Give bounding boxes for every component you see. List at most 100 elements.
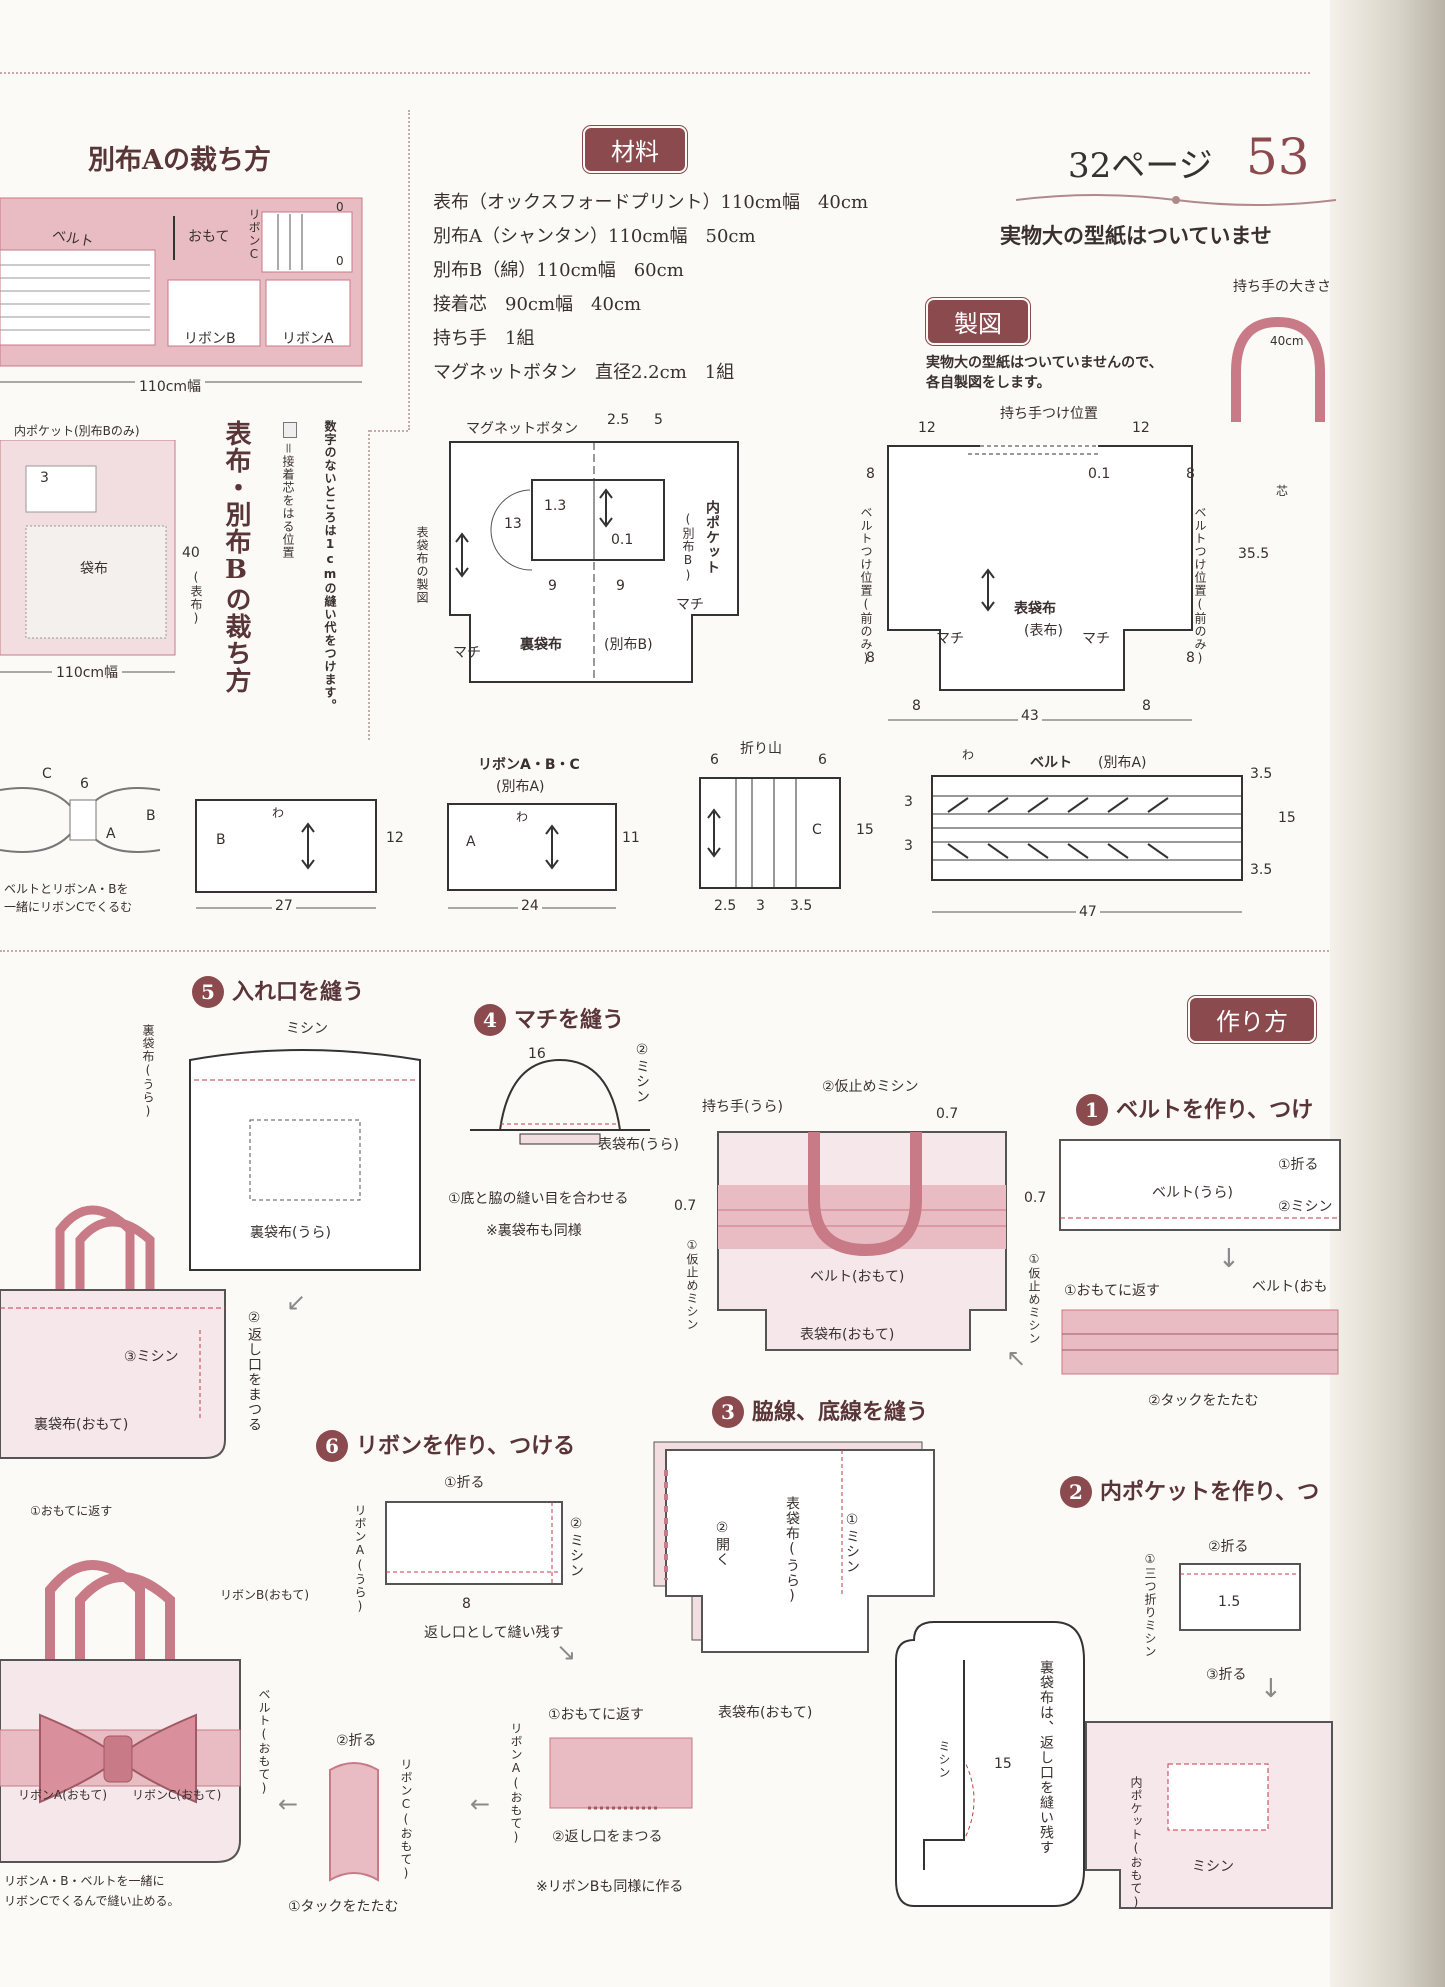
dim-13: 13: [504, 516, 522, 532]
ribbon-a-label: リボンA: [282, 331, 334, 347]
step-2-pocket: 内ポケット(おもて): [1129, 1776, 1143, 1910]
fabric-label: 袋布: [80, 561, 108, 577]
final-note-1: リボンA・B・ベルトを一緒に: [4, 1874, 165, 1888]
step-6-number: 6: [316, 1430, 348, 1462]
step-3-note: 裏袋布は、返し口を縫い残す: [1038, 1660, 1054, 1855]
dim-3a: 3: [904, 794, 913, 810]
wa-1: わ: [272, 806, 285, 820]
machi-label: マチ: [676, 597, 704, 613]
bow-6: 6: [80, 776, 89, 792]
handle-omote: 表袋布(おもて): [800, 1327, 895, 1343]
zero-label: 0: [336, 200, 344, 214]
omote-label: おもて: [188, 229, 230, 245]
step-6-ribbon-ura: [385, 1501, 563, 1585]
width-110-b: 110cm幅: [52, 662, 123, 682]
page-gutter: [1330, 0, 1445, 1987]
three-label: 3: [40, 470, 49, 486]
step-4-same: ※裏袋布も同様: [486, 1223, 582, 1239]
step-1-fold: ①折る: [1278, 1157, 1319, 1173]
step-4-sew: ②ミシン: [634, 1042, 650, 1104]
step-6-ribbon-a-ura: リボンA(うら): [353, 1504, 367, 1614]
seam-note: 数字のないところは1cmの縫い代をつけます。: [323, 420, 337, 712]
step-1-belt-diagram: [1059, 1139, 1341, 1231]
arrow-icon: ←: [470, 1790, 491, 1818]
drafting-tag: 製図: [928, 300, 1028, 343]
orimaki-label: 折り山: [740, 741, 782, 757]
belt-pos-right: ベルトつけ位置(前のみ): [1193, 506, 1207, 666]
final-ribbon-a: リボンA(おもて): [18, 1788, 108, 1802]
step-6-fold2: ②折る: [336, 1733, 377, 1749]
interfacing-legend: ＝接着芯をはる位置: [281, 442, 295, 559]
vertical-divider: [408, 110, 410, 430]
step-5-ura-ura: 裏袋布(うら): [250, 1225, 331, 1241]
step-1-number: 1: [1076, 1094, 1108, 1126]
tack-right: ①仮止めミシン: [1027, 1252, 1041, 1345]
betsu-b-2: (別布B): [604, 637, 653, 653]
handle-pos: 持ち手つけ位置: [1000, 406, 1098, 422]
step-6-ribbon-a-omote: リボンA(おもて): [509, 1722, 523, 1845]
materials-tag: 材料: [585, 128, 685, 171]
step-5-sew: ミシン: [286, 1021, 328, 1037]
final-bag-diagram: [0, 1560, 241, 1863]
step-5-sew-3: ③ミシン: [124, 1349, 179, 1365]
step-1-text: ベルトを作り、つけ: [1116, 1097, 1314, 1123]
bow-diagram: [0, 787, 161, 853]
material-item: 別布A（シャンタン）110cm幅 50cm: [433, 226, 756, 247]
dim-47: 47: [1076, 904, 1100, 920]
arrow-icon: ↓: [1260, 1674, 1282, 1704]
page-number: 53: [1246, 128, 1310, 186]
dim-43: 43: [1018, 708, 1042, 724]
forty-label: 40: [182, 545, 200, 561]
step-5-close: ②返し口をまつる: [246, 1310, 262, 1432]
step-3-omote-ura: 表袋布(うら): [784, 1496, 800, 1605]
page-ref: 32ページ: [1068, 146, 1213, 186]
final-ribbon-b: リボンB(おもて): [220, 1588, 310, 1602]
step-3-omote-omote: 表袋布(おもて): [718, 1705, 813, 1721]
dim-5: 5: [654, 412, 663, 428]
cutting-a-diagram: [0, 197, 363, 383]
step-2-fold1: ②折る: [1208, 1539, 1249, 1555]
dim-3-5b: 3.5: [1250, 862, 1273, 878]
outer-draft-diagram: [887, 444, 1193, 721]
belt-pos-left: ベルトつけ位置(前のみ): [859, 506, 873, 666]
step-5-text: 入れ口を縫う: [232, 979, 365, 1005]
dim-07c: 0.7: [1024, 1190, 1047, 1206]
material-item: マグネットボタン 直径2.2cm 1組: [433, 362, 735, 383]
step-2-d15: 1.5: [1218, 1594, 1241, 1610]
handle-belt: ベルト(おもて): [810, 1269, 905, 1285]
step-6-close: ②返し口をまつる: [552, 1829, 663, 1845]
dim-12b: 12: [1132, 420, 1150, 436]
step-5-bag-diagram: [0, 1205, 226, 1459]
no-pattern-note: 実物大の型紙はついていませ: [1000, 223, 1272, 248]
dim-3-5: 3.5: [790, 898, 813, 914]
step-5-urabukuro: 裏袋布(うら): [141, 1024, 155, 1119]
wa-3: わ: [962, 748, 975, 762]
step-3-number: 3: [712, 1396, 744, 1428]
dim-9a: 9: [548, 578, 557, 594]
handle-diagram: [1231, 316, 1325, 422]
step-5-ura-omote: 裏袋布(おもて): [34, 1417, 129, 1433]
arrow-icon: ←: [278, 1790, 299, 1818]
width-110-a: 110cm幅: [135, 376, 206, 396]
handle-step-diagram: [717, 1131, 1007, 1351]
step-6-same-b: ※リボンBも同様に作る: [536, 1879, 684, 1895]
dim-0-1: 0.1: [611, 532, 634, 548]
dim-3-5a: 3.5: [1250, 766, 1273, 782]
dim-11: 11: [622, 830, 640, 846]
bow-b: B: [146, 808, 156, 824]
step-3-d15: 15: [994, 1756, 1012, 1772]
material-item: 持ち手 1組: [433, 328, 535, 349]
step-3-sew: ①ミシン: [844, 1512, 860, 1574]
arrow-icon: ↘: [556, 1638, 577, 1666]
material-item: 別布B（綿）110cm幅 60cm: [433, 260, 684, 281]
hyofu-draft: (表布): [1024, 623, 1063, 639]
cutting-b-diagram: [0, 440, 176, 673]
betsu-a-2: (別布A): [1098, 755, 1147, 771]
step-2-pocket-fold: [1179, 1563, 1301, 1631]
machi-o1: マチ: [936, 631, 964, 647]
step-5-turn: ①おもてに返す: [30, 1504, 113, 1518]
urabukuro-label: 裏袋布: [520, 637, 562, 653]
step-2-three-fold: ①三つ折りミシン: [1143, 1552, 1157, 1658]
